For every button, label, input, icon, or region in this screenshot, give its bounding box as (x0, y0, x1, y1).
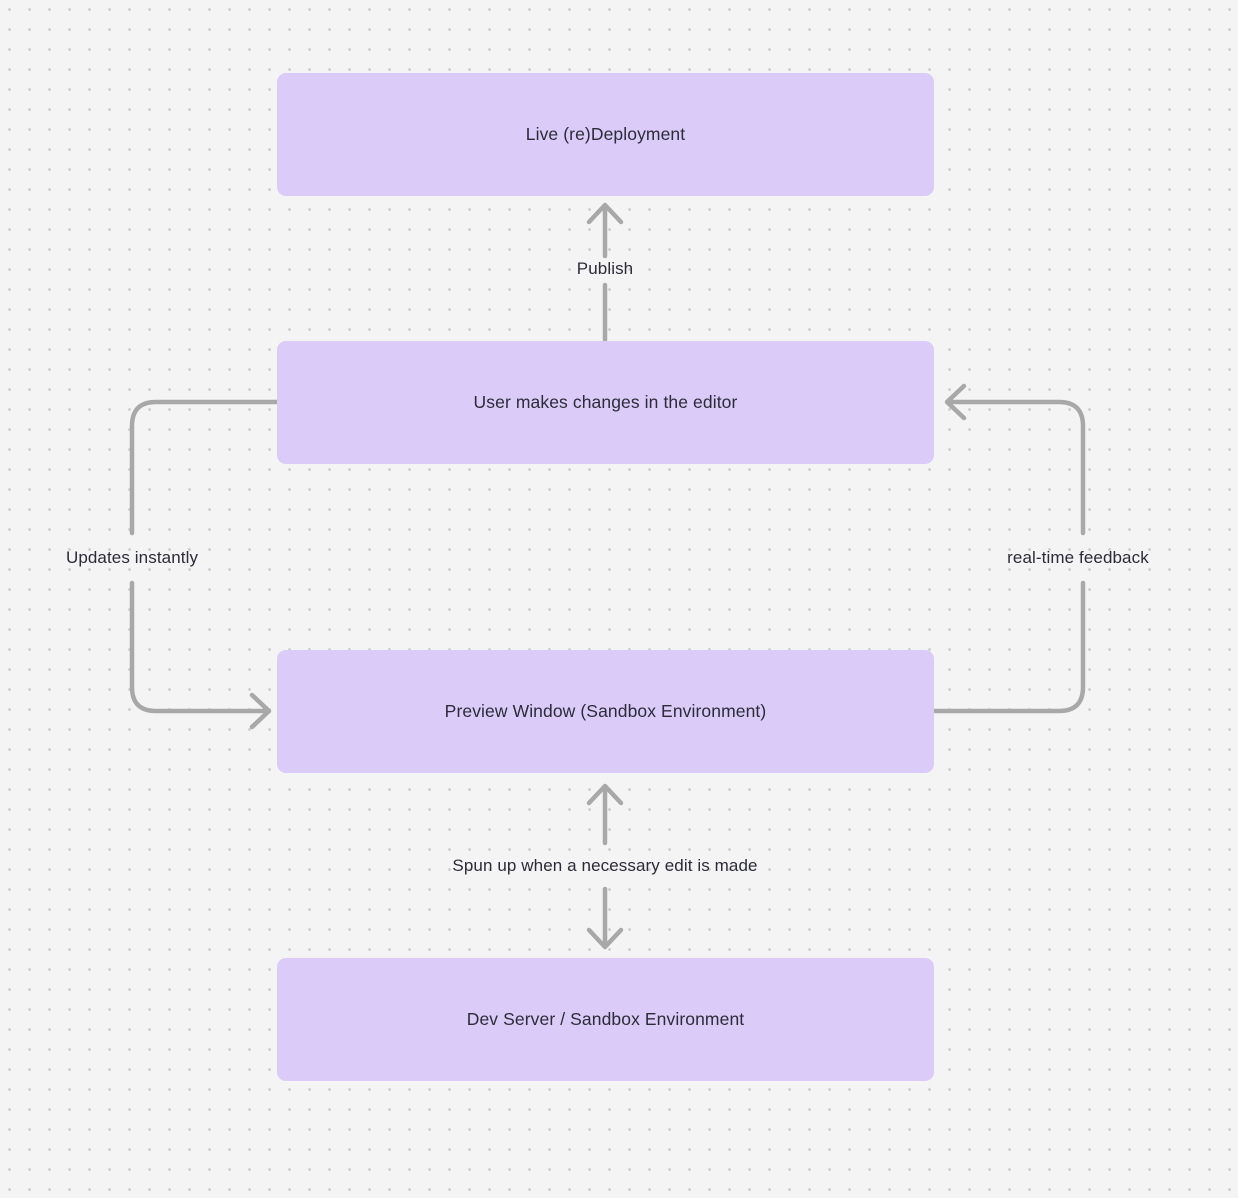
edge-label-spun-up: Spun up when a necessary edit is made (452, 856, 758, 875)
node-preview-window[interactable]: Preview Window (Sandbox Environment) (277, 650, 934, 773)
node-label: Dev Server / Sandbox Environment (466, 1009, 745, 1030)
node-label: Live (re)Deployment (525, 124, 686, 145)
edge-label-publish: Publish (576, 259, 634, 278)
node-label: User makes changes in the editor (473, 392, 738, 413)
node-dev-server[interactable]: Dev Server / Sandbox Environment (277, 958, 934, 1081)
node-label: Preview Window (Sandbox Environment) (444, 701, 767, 722)
edge-label-real-time-feedback: real-time feedback (1007, 548, 1149, 567)
node-live-redeployment[interactable]: Live (re)Deployment (277, 73, 934, 196)
edge-label-updates-instantly: Updates instantly (65, 548, 199, 567)
node-user-makes-changes[interactable]: User makes changes in the editor (277, 341, 934, 464)
